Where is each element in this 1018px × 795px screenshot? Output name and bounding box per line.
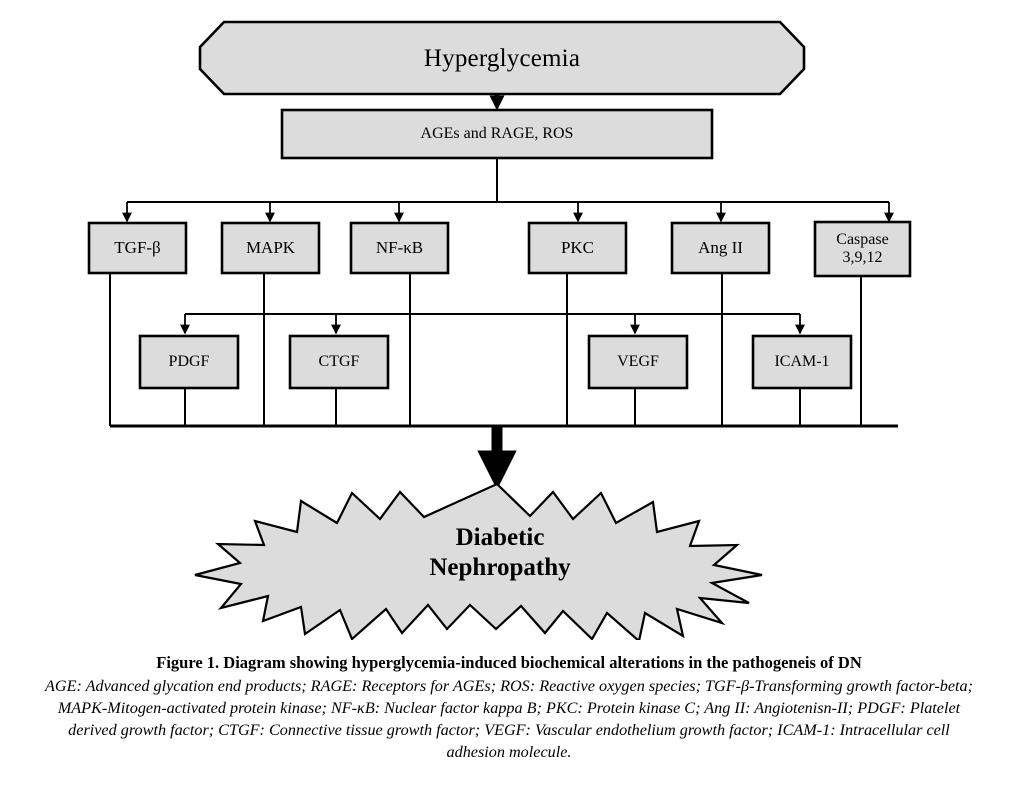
node-pdgf bbox=[138, 334, 240, 390]
node-nfkb bbox=[349, 221, 450, 275]
node-vegf bbox=[587, 334, 689, 390]
figure-caption: Figure 1. Diagram showing hyperglycemia-… bbox=[38, 652, 980, 763]
node-icam1 bbox=[751, 334, 853, 390]
pathway-diagram bbox=[87, 20, 912, 640]
node-mapk bbox=[220, 221, 321, 275]
node-pkc bbox=[527, 221, 628, 275]
node-ages-rage-ros bbox=[280, 108, 714, 160]
figure-caption-legend: AGE: Advanced glycation end products; RA… bbox=[45, 676, 973, 761]
node-diabetic-nephropathy bbox=[194, 482, 763, 640]
figure-caption-title: Figure 1. Diagram showing hyperglycemia-… bbox=[156, 653, 862, 672]
node-tgfb bbox=[87, 221, 188, 275]
node-angii bbox=[670, 221, 771, 275]
node-ctgf bbox=[288, 334, 390, 390]
node-caspase bbox=[813, 220, 912, 278]
node-hyperglycemia bbox=[198, 20, 806, 96]
